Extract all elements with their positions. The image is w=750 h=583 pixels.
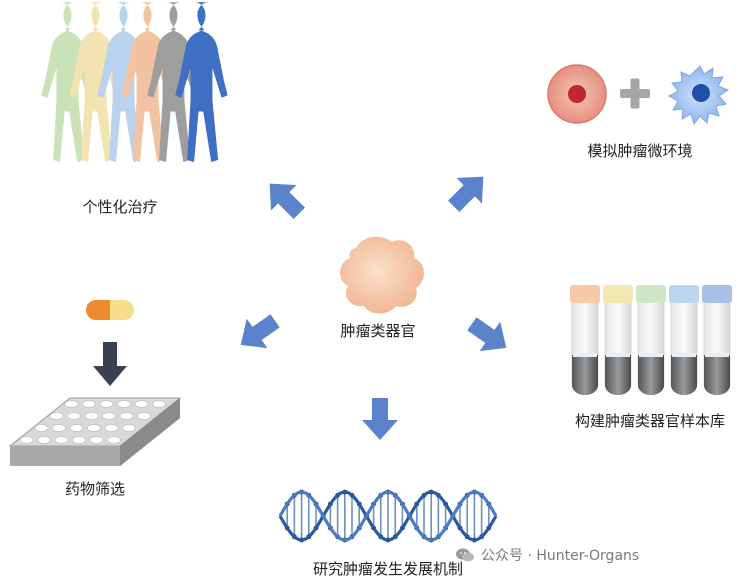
well-icon [99, 400, 114, 408]
test-tube-icon [702, 285, 732, 395]
arrow-to-biobank [467, 317, 507, 352]
well-icon [117, 400, 131, 408]
dna-helix-icon [278, 489, 498, 543]
well-icon [67, 412, 81, 420]
watermark: 公众号 · Hunter-Organs [455, 545, 639, 565]
well-icon [102, 412, 116, 420]
arrows-group [240, 176, 507, 440]
test-tube-icon [636, 285, 666, 395]
well-icon [137, 412, 151, 420]
well-icon [49, 412, 64, 420]
people-silhouettes-group [41, 2, 228, 163]
well-icon [152, 400, 166, 408]
label-drug-screening: 药物筛选 [64, 480, 126, 498]
test-tube-icon [669, 285, 699, 395]
label-personalized-therapy: 个性化治疗 [82, 198, 158, 216]
arrow-to-drug-screening [240, 314, 280, 349]
watermark-text: 公众号 · Hunter-Organs [481, 548, 640, 564]
well-icon [104, 424, 119, 432]
immune-cell-icon [667, 65, 730, 126]
well-icon [87, 424, 101, 432]
well-icon [54, 436, 69, 444]
test-tube-icon [570, 285, 600, 395]
plus-icon [620, 78, 650, 109]
well-icon [84, 412, 99, 420]
arrow-to-microenvironment [448, 176, 484, 212]
well-icon [89, 436, 104, 444]
capsule-icon [86, 300, 134, 320]
well-icon [64, 400, 79, 408]
label-biobank: 构建肿瘤类器官样本库 [574, 412, 726, 430]
tumor-cell-nucleus-icon [568, 85, 586, 103]
well-icon [119, 412, 134, 420]
well-icon [34, 424, 49, 432]
test-tube-icon [603, 285, 633, 395]
microenvironment-group [547, 64, 730, 126]
well-icon [72, 436, 86, 444]
label-mechanism: 研究肿瘤发生发展机制 [312, 560, 464, 578]
well-icon [122, 424, 136, 432]
arrow-to-mechanism [362, 398, 398, 440]
label-microenvironment: 模拟肿瘤微环境 [587, 142, 693, 160]
label-center-organoid: 肿瘤类器官 [340, 322, 416, 340]
well-icon [69, 424, 84, 432]
wechat-icon [456, 548, 474, 562]
test-tubes-group [570, 285, 732, 395]
arrow-to-personalized [269, 183, 305, 219]
well-icon [107, 436, 121, 444]
well-plate-icon [8, 397, 182, 466]
drug-screening-group [8, 300, 182, 466]
well-icon [52, 424, 66, 432]
well-icon [82, 400, 96, 408]
well-icon [19, 436, 34, 444]
organoid-blob-icon [339, 236, 424, 314]
down-arrow-icon [93, 342, 127, 386]
well-icon [134, 400, 149, 408]
well-icon [37, 436, 51, 444]
